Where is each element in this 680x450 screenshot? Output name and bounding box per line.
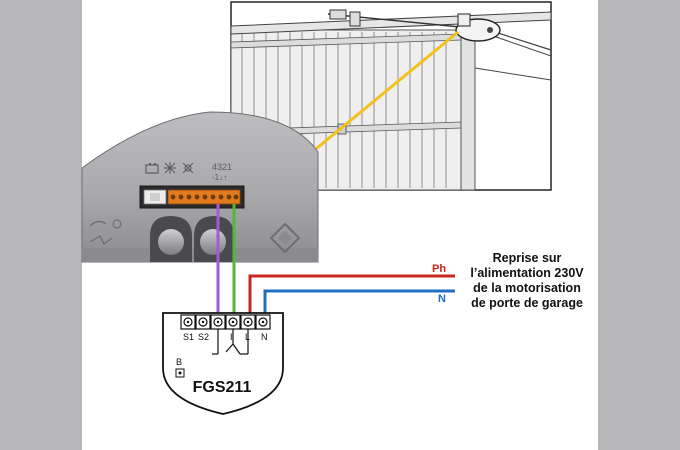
caption-line-4: de porte de garage (471, 296, 583, 310)
fgs211-module: S1 S2 I L N B FGS211 (162, 312, 284, 415)
phase-label: Ph (432, 263, 446, 275)
caption-line-2: l’alimentation 230V (470, 266, 584, 280)
light-icon (164, 162, 176, 174)
terminal-block (167, 189, 241, 205)
neutral-wire (263, 289, 455, 327)
left-side-band (0, 0, 82, 450)
arrow-diamond-icon (269, 222, 301, 254)
module-terminals (180, 314, 271, 330)
b-label: B (176, 357, 182, 367)
terminal-label-i: I (230, 332, 233, 342)
motor-head (455, 13, 501, 42)
relay-switch-symbol (212, 329, 249, 355)
terminal-label-s1: S1 (183, 332, 194, 342)
caption-line-3: de la motorisation (473, 281, 581, 295)
module-name: FGS211 (193, 379, 252, 396)
terminal-number-label: 4321 (212, 162, 232, 172)
phase-wire (248, 274, 455, 327)
gear-icon (182, 162, 194, 174)
terminal-sign-label: -1↓↑ (212, 173, 227, 182)
terminal-label-s2: S2 (198, 332, 209, 342)
left-push-button (150, 216, 192, 262)
battery-icon (145, 163, 159, 174)
caption: Reprise sur l’alimentation 230V de la mo… (470, 251, 584, 310)
terminal-label-n: N (261, 332, 268, 342)
neutral-label: N (438, 293, 446, 305)
right-side-band (598, 0, 680, 450)
right-push-button (194, 216, 234, 262)
caption-line-1: Reprise sur (493, 251, 562, 265)
motor-control-panel: 4321 -1↓↑ (81, 111, 319, 263)
